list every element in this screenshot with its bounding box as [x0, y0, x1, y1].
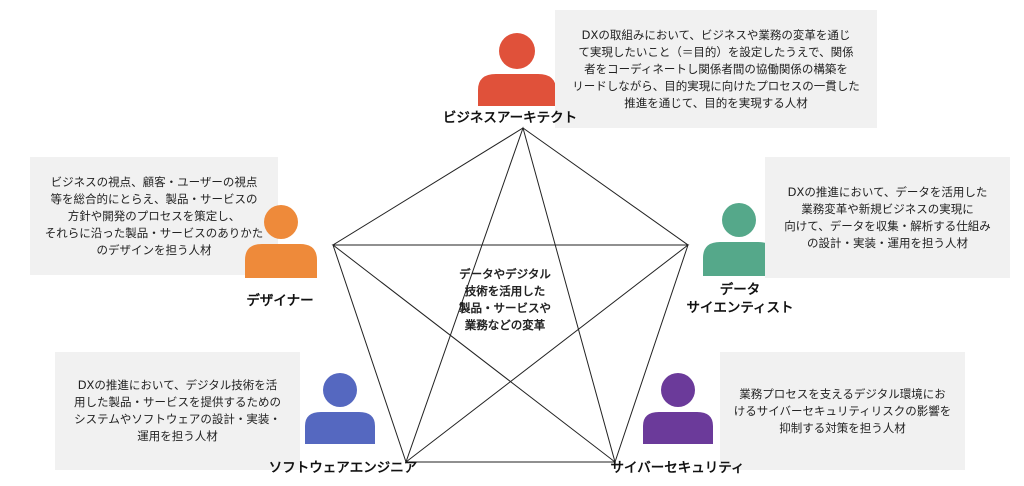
cyber-security-label: サイバーセキュリティ	[610, 460, 745, 476]
software-engineer-person-icon	[305, 373, 375, 444]
data-scientist-description: DXの推進において、データを活用した 業務変革や新規ビジネスの実現に 向けて、デ…	[765, 157, 1010, 278]
cyber-security-person-icon	[643, 373, 713, 444]
software-engineer-label: ソフトウェアエンジニア	[268, 460, 418, 476]
designer-description: ビジネスの視点、顧客・ユーザーの視点 等を総合的にとらえ、製品・サービスの 方針…	[30, 157, 278, 275]
data-scientist-label: データ サイエンティスト	[686, 282, 794, 316]
designer-person-icon	[245, 205, 317, 278]
cyber-security-description: 業務プロセスを支えるデジタル環境にお けるサイバーセキュリティリスクの影響を 抑…	[720, 352, 965, 470]
architect-person-icon	[478, 33, 556, 106]
designer-label: デザイナー	[246, 293, 314, 309]
data-scientist-person-icon	[703, 203, 775, 276]
software-engineer-description: DXの推進において、デジタル技術を活 用した製品・サービスを提供するための シス…	[55, 352, 300, 470]
pentagon-outline	[332, 127, 689, 463]
center-text: データやデジタル 技術を活用した 製品・サービスや 業務などの変革	[459, 267, 551, 332]
star-lines	[331, 126, 690, 464]
architect-label: ビジネスアーキテクト	[442, 110, 578, 126]
architect-description: DXの取組みにおいて、ビジネスや業務の変革を通じ て実現したいこと（＝目的）を設…	[555, 10, 877, 128]
